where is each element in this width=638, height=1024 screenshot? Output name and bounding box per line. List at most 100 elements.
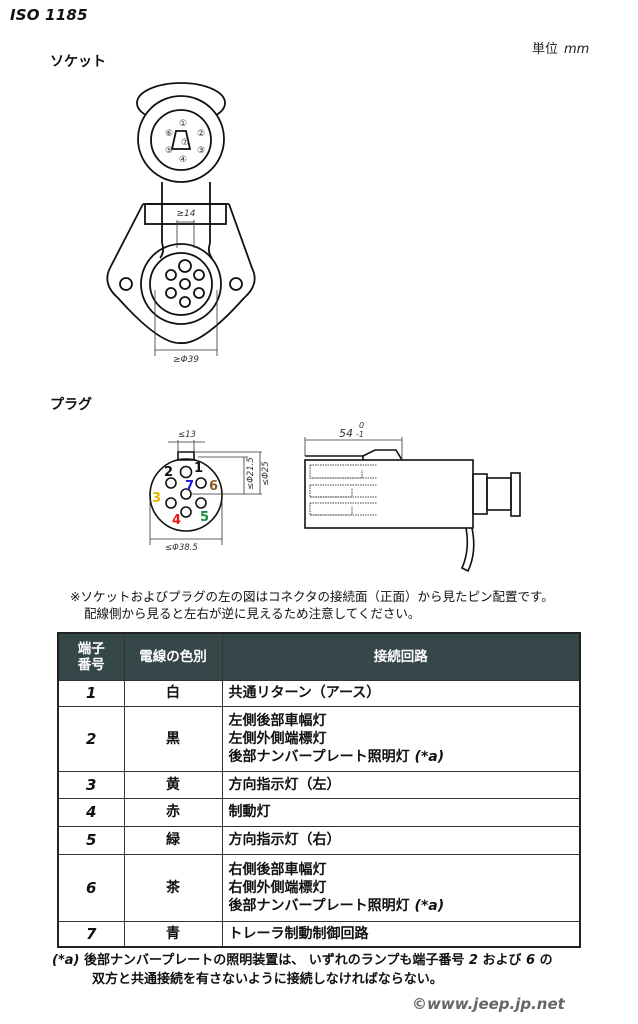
plug-side-internal (309, 464, 377, 516)
wire-color: 黒 (123, 705, 223, 772)
header-terminal-line1: 端子 (77, 640, 105, 657)
circuit: トレーラ制動制御回路 (221, 920, 581, 948)
socket-pin-6: ⑥ (165, 129, 173, 139)
footnote: (*a) 後部ナンバープレートの照明装置は、 いずれのランプも端子番号 2 およ… (52, 951, 553, 989)
plug-dim-key: ≤13 (178, 430, 196, 440)
socket-dim-diameter: ≥Φ39 (173, 355, 199, 365)
plug-pin-numbers: 1 2 3 4 5 6 7 (152, 461, 218, 528)
plug-pin-7: 7 (185, 479, 194, 494)
terminal-number: 1 (57, 679, 125, 707)
terminal-number: 5 (57, 825, 125, 855)
circuit: 制動灯 (221, 797, 581, 827)
footnote-text-a: 後部ナンバープレートの照明装置は、 いずれのランプも端子番号 (84, 953, 465, 968)
terminal-number: 7 (57, 920, 125, 948)
plug-tol-lower: -1 (356, 430, 364, 439)
circuit-line: 共通リターン（アース） (228, 685, 381, 701)
circuit: 共通リターン（アース） (221, 679, 581, 707)
socket-dim-labels: ≥14 ≥Φ39 (173, 209, 199, 365)
wire-color: 黄 (123, 770, 223, 799)
circuit-line: 制動灯 (228, 804, 271, 820)
wire-color: 茶 (123, 853, 223, 922)
circuit-line: 左側外側端標灯 (228, 730, 327, 747)
note-line-2: 配線側から見ると左右が逆に見えるため注意してください。 (84, 606, 421, 621)
pin-assignment-table: 端子番号 電線の色別 接続回路 1 白 共通リターン（アース） 2 黒 左側後部… (57, 632, 581, 948)
terminal-number: 3 (57, 770, 125, 799)
circuit-line: 左側後部車幅灯 (228, 712, 327, 729)
circuit-line: 右側後部車幅灯 (228, 861, 327, 878)
plug-dimensions (149, 440, 262, 545)
socket-front-view (106, 82, 256, 344)
plug-section-title: プラグ (50, 397, 92, 413)
socket-dimensions (154, 220, 218, 356)
header-wire-color: 電線の色別 (123, 632, 223, 681)
footnote-mid: および (482, 953, 522, 968)
table-row: 6 茶 右側後部車幅灯 右側外側端標灯 後部ナンバープレート照明灯 (*a) (57, 853, 581, 922)
plug-dim-outer: ≤Φ25 (261, 461, 271, 486)
socket-pin-3: ③ (197, 146, 205, 156)
circuit-line: トレーラ制動制御回路 (228, 925, 369, 942)
plug-length-dim (304, 437, 403, 460)
socket-pin-5: ⑤ (165, 146, 173, 156)
table-row: 7 青 トレーラ制動制御回路 (57, 920, 581, 948)
plug-pin-5: 5 (200, 510, 209, 525)
connector-drawings: ① ② ③ ④ ⑤ ⑥ ⑦ ≥14 ≥Φ39 1 2 3 (106, 82, 521, 573)
plug-pin-3: 3 (152, 491, 161, 506)
circuit-line: 右側外側端標灯 (228, 879, 327, 896)
footnote-num-b: 6 (526, 953, 536, 968)
footnote-num-a: 2 (468, 953, 478, 968)
footnote-end: の (539, 953, 553, 968)
plug-front-view (149, 451, 223, 532)
plug-dim-inner: ≤Φ21.5 (246, 457, 256, 490)
unit-label: 単位 mm (532, 38, 589, 57)
header-terminal-number: 端子番号 (57, 632, 125, 681)
terminal-number: 4 (57, 797, 125, 827)
circuit-line: 後部ナンバープレート照明灯 (228, 897, 410, 914)
plug-pin-1: 1 (194, 461, 203, 476)
footnote-ref: (*a) (414, 748, 445, 765)
plug-side-view (304, 449, 521, 573)
terminal-number: 2 (57, 705, 125, 772)
circuit: 方向指示灯（右） (221, 825, 581, 855)
orientation-note: ※ソケットおよびプラグの左の図はコネクタの接続面（正面）から見たピン配置です。 … (70, 588, 554, 622)
wire-color: 赤 (123, 797, 223, 827)
socket-pin-2: ② (197, 129, 205, 139)
table-row: 4 赤 制動灯 (57, 797, 581, 827)
plug-pin-6: 6 (209, 479, 218, 494)
footnote-line-2: 双方と共通接続を有さないように接続しなければならない。 (92, 972, 443, 987)
circuit: 右側後部車幅灯 右側外側端標灯 後部ナンバープレート照明灯 (*a) (221, 853, 581, 922)
plug-dim-labels: ≤13 ≤Φ38.5 ≤Φ21.5 ≤Φ25 (165, 430, 271, 553)
circuit-line: 後部ナンバープレート照明灯 (228, 748, 410, 765)
wire-color: 緑 (123, 825, 223, 855)
socket-section-title: ソケット (50, 54, 106, 70)
table-row: 2 黒 左側後部車幅灯 左側外側端標灯 後部ナンバープレート照明灯 (*a) (57, 705, 581, 772)
plug-tol-upper: 0 (359, 421, 364, 430)
note-line-1: ※ソケットおよびプラグの左の図はコネクタの接続面（正面）から見たピン配置です。 (70, 589, 554, 604)
plug-pin-2: 2 (164, 465, 173, 480)
footnote-tag: (*a) (52, 953, 80, 968)
unit-value: mm (564, 42, 590, 57)
plug-dim-length: 54 (339, 427, 353, 440)
circuit-line: 方向指示灯（右） (228, 832, 341, 848)
header-terminal-line2: 番号 (77, 656, 105, 673)
socket-pin-labels: ① ② ③ ④ ⑤ ⑥ ⑦ (165, 119, 205, 165)
table-header-row: 端子番号 電線の色別 接続回路 (57, 632, 581, 681)
unit-label-text: 単位 (532, 42, 559, 57)
socket-pin-1: ① (179, 119, 187, 129)
wire-color: 白 (123, 679, 223, 707)
terminal-number: 6 (57, 853, 125, 922)
circuit: 方向指示灯（左） (221, 770, 581, 799)
copyright: ©www.jeep.jp.net (412, 995, 565, 1013)
socket-pin-7: ⑦ (181, 138, 189, 148)
footnote-ref: (*a) (414, 897, 445, 914)
socket-pin-4: ④ (179, 155, 187, 165)
header-circuit: 接続回路 (221, 632, 581, 681)
table-row: 5 緑 方向指示灯（右） (57, 825, 581, 855)
plug-pin-4: 4 (172, 513, 181, 528)
plug-length-labels: 54 0 -1 (339, 421, 364, 440)
table-row: 1 白 共通リターン（アース） (57, 679, 581, 707)
plug-dim-body: ≤Φ38.5 (165, 543, 198, 553)
table-row: 3 黄 方向指示灯（左） (57, 770, 581, 799)
circuit: 左側後部車幅灯 左側外側端標灯 後部ナンバープレート照明灯 (*a) (221, 705, 581, 772)
socket-dim-width: ≥14 (177, 209, 196, 219)
page-title: ISO 1185 (10, 6, 88, 24)
